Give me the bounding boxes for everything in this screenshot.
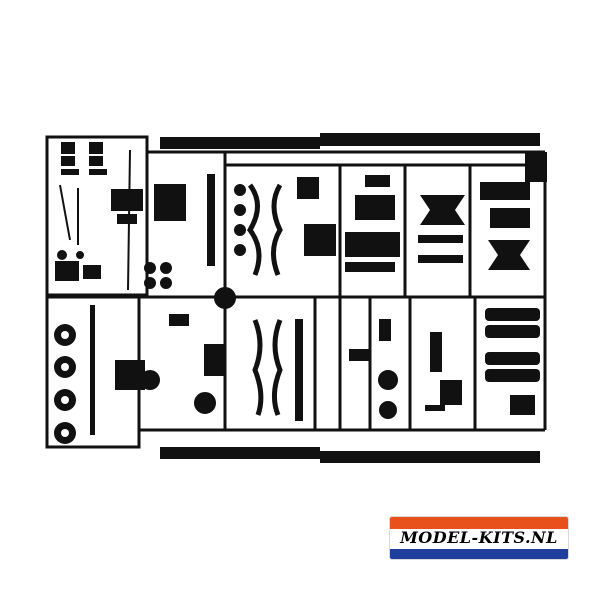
parts-cluster-right-upper — [345, 152, 547, 272]
flag-band-red — [390, 517, 568, 529]
parts-cluster-left — [55, 142, 186, 291]
parts-cluster-center — [207, 174, 336, 309]
flag-band-blue — [390, 549, 568, 559]
watermark-logo: MODEL-KITS.NL — [390, 517, 568, 559]
watermark-text: MODEL-KITS.NL — [400, 528, 558, 547]
sprue-frame — [45, 135, 547, 449]
parts-cluster-center-lower — [169, 314, 398, 421]
flag-band-white — [390, 529, 568, 549]
parts-cluster-right-lower — [425, 308, 540, 415]
wheels-column — [54, 305, 160, 444]
chassis-rails — [160, 133, 540, 463]
